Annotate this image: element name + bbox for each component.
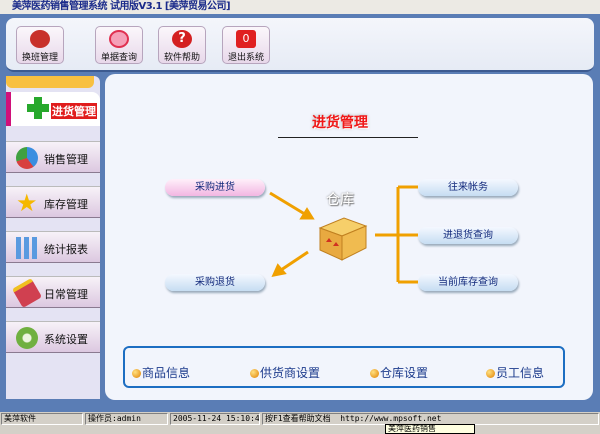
title-underline xyxy=(278,137,418,138)
brush-icon xyxy=(11,277,43,309)
sidebar-item-reports[interactable]: 统计报表 xyxy=(6,231,100,263)
status-bar: 美萍软件 操作员:admin 2005-11-24 15:10:44 按F1查看… xyxy=(0,413,600,425)
sidebar-item-inventory[interactable]: ★库存管理 xyxy=(6,186,100,218)
bullet-icon xyxy=(486,369,495,378)
page-title: 进货管理 xyxy=(312,115,368,131)
power-icon: 0 xyxy=(236,30,256,48)
purchase-in-button[interactable]: 采购进货 xyxy=(165,179,265,196)
user-switch-icon xyxy=(30,30,50,48)
status-operator: 操作员:admin xyxy=(85,413,168,425)
status-url[interactable]: http://www.mpsoft.net xyxy=(340,414,442,423)
quick-links-panel: 商品信息 供货商设置 仓库设置 员工信息 xyxy=(123,346,565,388)
warehouse-settings-link[interactable]: 仓库设置 xyxy=(370,364,428,381)
arrow-out-head xyxy=(271,263,287,278)
window-title: 美萍医药销售管理系统 试用版V3.1 [美萍贸易公司] xyxy=(0,0,600,14)
purchase-return-button[interactable]: 采购退货 xyxy=(165,274,265,291)
bullet-icon xyxy=(132,369,141,378)
bullet-icon xyxy=(250,369,259,378)
accounts-button[interactable]: 往来帐务 xyxy=(418,179,518,196)
warehouse-box-icon[interactable] xyxy=(318,214,368,262)
gear-icon xyxy=(16,327,38,349)
sidebar-item-sales[interactable]: 销售管理 xyxy=(6,141,100,173)
warehouse-label: 仓库 xyxy=(326,192,354,208)
plus-icon xyxy=(27,97,49,119)
arrow-out xyxy=(277,250,309,274)
bar-chart-icon xyxy=(16,237,38,259)
status-company: 美萍软件 xyxy=(1,413,83,425)
sidebar-top-tab xyxy=(6,76,94,88)
sidebar-item-settings[interactable]: 系统设置 xyxy=(6,321,100,353)
help-button[interactable]: ?软件帮助 xyxy=(158,26,206,64)
supplier-settings-link[interactable]: 供货商设置 xyxy=(250,364,320,381)
pie-chart-icon xyxy=(16,147,38,169)
document-query-button[interactable]: 单据查询 xyxy=(95,26,143,64)
sidebar-item-purchase[interactable]: 进货管理 xyxy=(6,92,100,126)
sidebar-item-daily[interactable]: 日常管理 xyxy=(6,276,100,309)
star-icon: ★ xyxy=(16,189,38,217)
product-info-link[interactable]: 商品信息 xyxy=(132,364,190,381)
bullet-icon xyxy=(370,369,379,378)
tooltip: 美萍医药销售 xyxy=(385,424,475,434)
staff-info-link[interactable]: 员工信息 xyxy=(486,364,544,381)
arrow-in-head xyxy=(299,207,315,220)
status-datetime: 2005-11-24 15:10:44 xyxy=(170,413,260,425)
return-query-button[interactable]: 进退货查询 xyxy=(418,227,518,244)
arrow-in xyxy=(269,191,309,218)
connector-lines xyxy=(269,185,418,284)
magnifier-icon xyxy=(109,30,129,48)
stock-query-button[interactable]: 当前库存查询 xyxy=(418,274,518,291)
help-icon: ? xyxy=(172,30,192,48)
shift-change-button[interactable]: 换班管理 xyxy=(16,26,64,64)
